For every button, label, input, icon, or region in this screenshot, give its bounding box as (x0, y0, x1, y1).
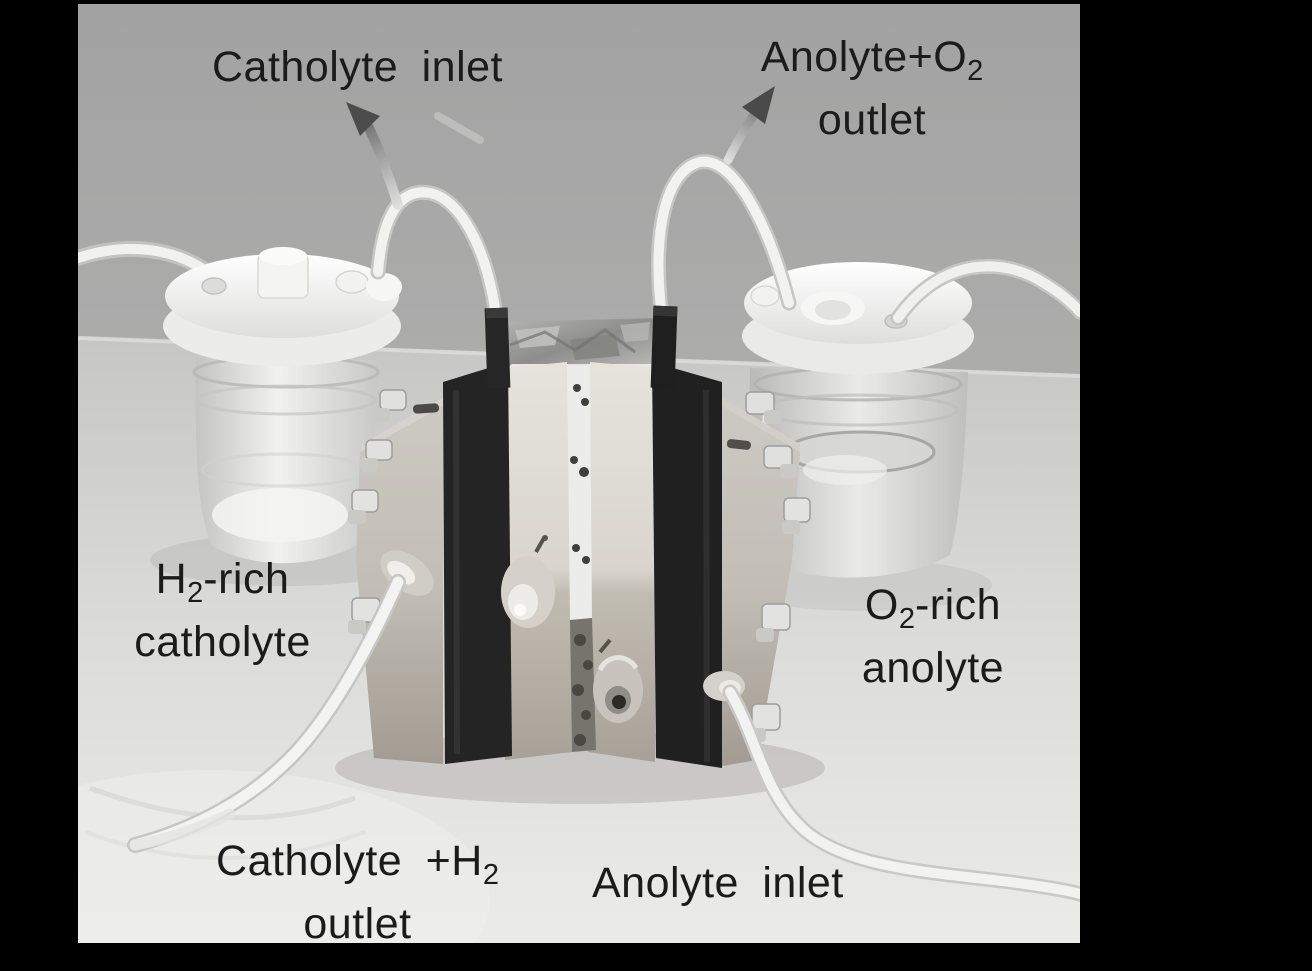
label-catholyte-h2-outlet: Catholyte +H2 outlet (200, 832, 515, 953)
left-electrode-plate (443, 362, 512, 764)
subscript: 2 (482, 859, 499, 891)
anolyte-outlet-arrow (723, 86, 775, 165)
right-electrode-plate (652, 362, 722, 768)
catholyte-inlet-arrow (346, 102, 484, 210)
label-line: outlet (303, 900, 412, 948)
left-reservoir (78, 241, 402, 564)
left-lid (163, 247, 402, 366)
label-catholyte-inlet: Catholyte inlet (212, 43, 503, 91)
label-line: H2-rich (155, 555, 290, 609)
label-line: outlet (817, 96, 927, 144)
right-electrode-tab (650, 305, 678, 389)
subscript: 2 (967, 55, 984, 87)
anolyte-out-tube (890, 258, 1080, 326)
anolyte-loop-tube (651, 154, 797, 326)
right-lid (742, 262, 974, 374)
catholyte-loop-tube (370, 184, 504, 324)
subscript: 2 (898, 603, 915, 635)
cell-bolts-right (745, 391, 811, 742)
anolyte-inlet-tube (722, 684, 1080, 902)
label-line: anolyte (861, 644, 1005, 692)
label-line: catholyte (134, 618, 311, 666)
right-front-fitting (593, 638, 643, 723)
label-line: Catholyte +H2 (216, 837, 499, 891)
right-reservoir (742, 258, 1080, 578)
label-o2-rich-anolyte: O2-rich anolyte (848, 576, 1018, 697)
membrane-gap (567, 366, 596, 752)
catholyte-outlet-tube (127, 574, 406, 853)
label-line: Anolyte+O2 (760, 33, 984, 87)
flow-cell (348, 305, 811, 768)
left-electrode-tab (484, 307, 511, 389)
label-anolyte-o2-outlet: Anolyte+O2 outlet (742, 28, 1002, 149)
label-anolyte-inlet: Anolyte inlet (592, 859, 844, 907)
right-end-plate (722, 406, 800, 766)
label-line: O2-rich (864, 581, 1002, 635)
cell-bolts-left (348, 389, 407, 634)
label-h2-rich-catholyte: H2-rich catholyte (105, 550, 340, 671)
foil (500, 318, 660, 370)
left-front-fitting (501, 535, 555, 628)
subscript: 2 (187, 577, 204, 609)
